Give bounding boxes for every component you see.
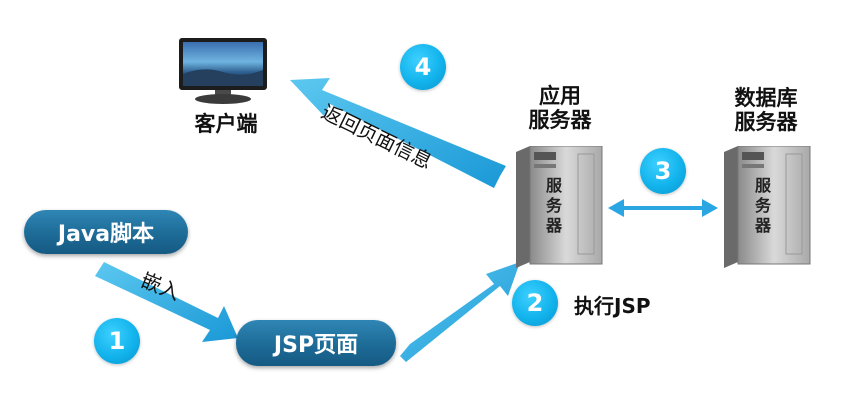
jsp-page-pill: JSP页面 xyxy=(236,320,396,366)
client-label: 客户端 xyxy=(194,112,258,136)
db-server-tower xyxy=(724,146,811,268)
app-server-label-line1: 应用 xyxy=(539,84,581,108)
embed-arrow xyxy=(95,262,238,342)
java-script-pill: Java脚本 xyxy=(24,210,188,254)
execute-arrow xyxy=(400,262,520,362)
app-server-tower-text: 服 务 器 xyxy=(545,176,562,235)
return-arrow xyxy=(290,78,506,188)
db-server-label-line1: 数据库 xyxy=(734,86,798,110)
step-1-badge: 1 xyxy=(94,318,140,364)
app-server-label: 应用 服务器 xyxy=(520,84,600,132)
db-server-label-line2: 服务器 xyxy=(734,110,798,135)
step-4-badge: 4 xyxy=(400,44,446,90)
db-server-label: 数据库 服务器 xyxy=(720,86,812,134)
step-2-badge: 2 xyxy=(512,280,558,326)
db-double-arrow xyxy=(608,199,718,217)
step-3-badge: 3 xyxy=(640,148,686,194)
app-server-tower xyxy=(516,146,603,268)
monitor-icon xyxy=(179,38,267,104)
execute-caption: 执行JSP xyxy=(574,294,651,318)
db-server-tower-text: 服 务 器 xyxy=(754,176,771,235)
app-server-label-line2: 服务器 xyxy=(528,108,592,133)
